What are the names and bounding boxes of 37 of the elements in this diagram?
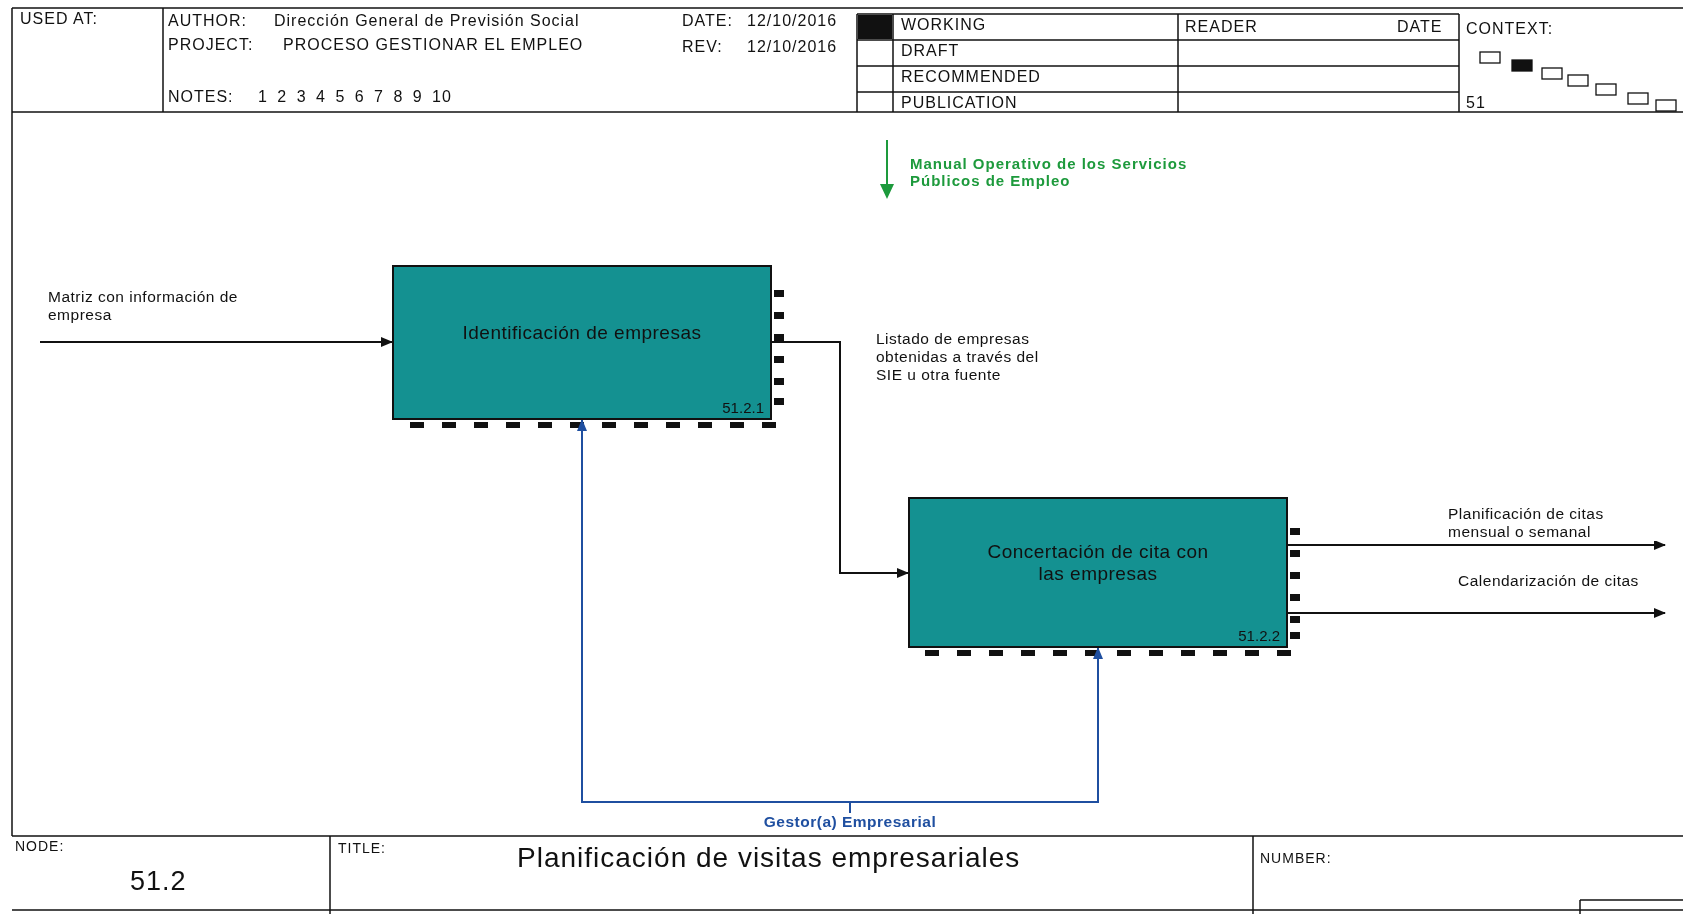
activity-box xyxy=(908,497,1288,648)
field-label: PROJECT: xyxy=(168,36,254,54)
note-numbers: 1 2 3 4 5 6 7 8 9 10 xyxy=(258,88,452,106)
arrow xyxy=(849,647,1103,814)
column-header: DATE xyxy=(1397,18,1443,36)
date-value: 12/10/2016 xyxy=(747,38,838,56)
activity-name: Concertación de cita con las empresas xyxy=(986,540,1210,585)
arrow xyxy=(1287,608,1666,618)
author-value: Dirección General de Previsión Social xyxy=(274,12,580,30)
status-label: RECOMMENDED xyxy=(901,68,1041,86)
activity-number: 51.2.1 xyxy=(722,399,764,416)
field-label: TITLE: xyxy=(338,840,386,856)
column-header: READER xyxy=(1185,18,1258,36)
diagram-title: Planificación de visitas empresariales xyxy=(517,842,1021,874)
status-label: PUBLICATION xyxy=(901,94,1018,112)
activity-number: 51.2.2 xyxy=(1238,627,1280,644)
mechanism-label: Gestor(a) Empresarial xyxy=(735,813,965,833)
arrow xyxy=(1287,540,1666,550)
field-label: USED AT: xyxy=(20,10,98,28)
arrow xyxy=(771,341,909,578)
field-label: CONTEXT: xyxy=(1466,20,1554,38)
activity-box xyxy=(392,265,772,420)
field-label: NUMBER: xyxy=(1260,850,1332,866)
field-label: AUTHOR: xyxy=(168,12,247,30)
activity-name: Identificación de empresas xyxy=(461,321,703,344)
context-number: 51 xyxy=(1466,94,1486,112)
status-label: DRAFT xyxy=(901,42,960,60)
project-value: PROCESO GESTIONAR EL EMPLEO xyxy=(283,36,584,54)
date-value: 12/10/2016 xyxy=(747,12,838,30)
field-label: NODE: xyxy=(15,838,65,854)
field-label: DATE: xyxy=(682,12,733,30)
control-label: Manual Operativo de los Servicios Públicos de Empleo xyxy=(910,155,1189,189)
field-label: REV: xyxy=(682,38,723,56)
field-label: NOTES: xyxy=(168,88,234,106)
arrow xyxy=(39,337,393,347)
status-label: WORKING xyxy=(901,16,987,34)
node-number: 51.2 xyxy=(130,866,187,897)
